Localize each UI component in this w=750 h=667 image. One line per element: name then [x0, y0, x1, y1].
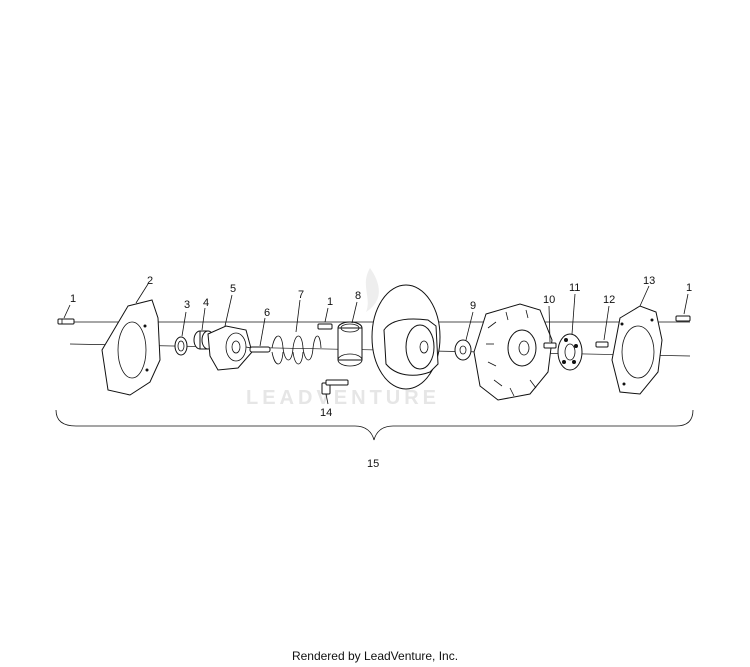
callout-10: 10 — [543, 294, 555, 306]
part-8-bushing — [337, 321, 363, 367]
part-sheave-moveable — [371, 284, 441, 390]
part-10-bolt — [543, 342, 557, 349]
part-3-washer — [174, 336, 188, 356]
callout-12: 12 — [603, 294, 615, 306]
part-1-bolt-middle — [317, 323, 333, 330]
part-2-cover-plate — [101, 299, 161, 396]
part-4-spacer — [193, 330, 215, 350]
watermark: LEADVENTURE — [246, 268, 440, 409]
part-13-cover — [611, 305, 663, 395]
callout-3: 3 — [184, 299, 190, 311]
part-1-bolt-right — [675, 315, 691, 322]
callout-4: 4 — [203, 297, 209, 309]
callout-15: 15 — [367, 458, 379, 470]
callout-11: 11 — [569, 282, 580, 294]
part-7-spring — [271, 335, 322, 365]
watermark-text: LEADVENTURE — [246, 387, 440, 409]
callout-6: 6 — [264, 307, 270, 319]
callout-1-right: 1 — [686, 282, 692, 294]
assembly-bracket — [55, 409, 694, 441]
callout-8: 8 — [355, 290, 361, 302]
callout-14: 14 — [320, 407, 332, 419]
callout-2: 2 — [147, 275, 153, 287]
part-11-roller-plate — [557, 333, 583, 371]
part-ramp-sheave — [473, 303, 553, 401]
part-1-bolt-left — [57, 318, 75, 325]
callout-1-left: 1 — [70, 293, 76, 305]
part-6-pin — [249, 346, 271, 353]
callout-5: 5 — [230, 283, 236, 295]
callout-9: 9 — [470, 300, 476, 312]
leader-lines — [63, 283, 689, 405]
footer-credit: Rendered by LeadVenture, Inc. — [291, 649, 459, 663]
callout-7: 7 — [298, 289, 304, 301]
callout-1-middle: 1 — [327, 296, 333, 308]
part-9-washer — [454, 339, 472, 361]
callout-13: 13 — [643, 275, 655, 287]
part-12-screw — [595, 341, 609, 348]
